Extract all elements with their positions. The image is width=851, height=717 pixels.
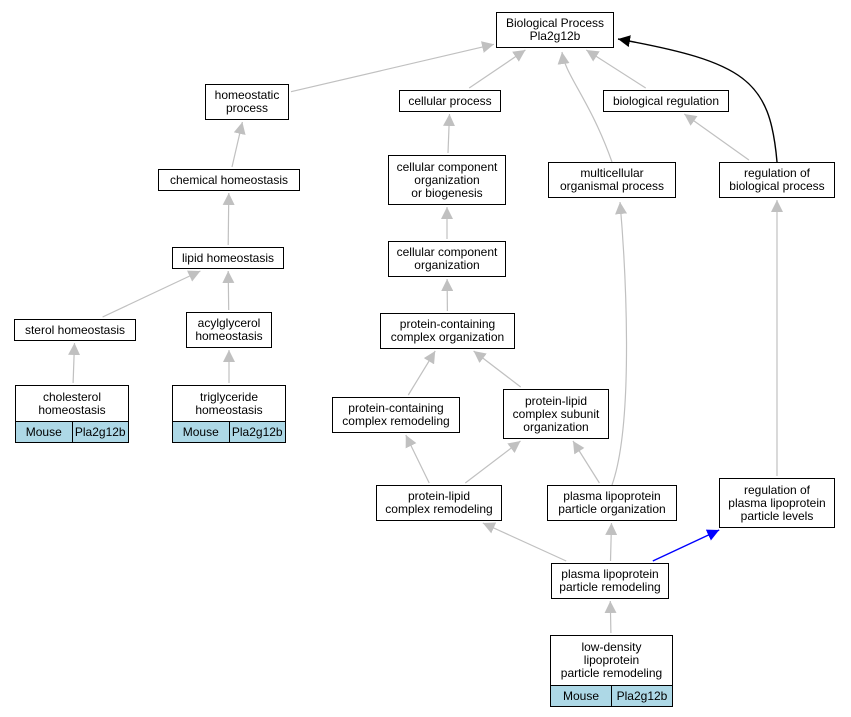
- edge-ldlpr-to-plpr: [604, 600, 617, 634]
- edge-cellproc-to-root: [468, 49, 526, 89]
- go-term-plpo[interactable]: plasma lipoprotein particle organization: [547, 485, 677, 521]
- edge-bioreg-to-root: [585, 49, 647, 89]
- go-term-acyl[interactable]: acylglycerol homeostasis: [186, 312, 272, 348]
- go-term-regbio[interactable]: regulation of biological process: [719, 162, 835, 198]
- go-term-homeo[interactable]: homeostatic process: [205, 84, 289, 120]
- term-label: sterol homeostasis: [24, 322, 126, 337]
- go-term-pcco[interactable]: protein-containing complex organization: [380, 313, 515, 349]
- term-label: lipid homeostasis: [181, 250, 275, 265]
- term-label: chemical homeostasis: [169, 172, 289, 187]
- go-term-lipidhomeo[interactable]: lipid homeostasis: [172, 247, 284, 269]
- edge-sterol-to-lipidhomeo: [102, 270, 201, 318]
- term-label: protein-lipid complex subunit organizati…: [512, 393, 600, 434]
- term-label: cholesterol homeostasis: [38, 389, 106, 417]
- go-term-cellproc[interactable]: cellular process: [399, 90, 501, 112]
- species-cell: Mouse: [551, 686, 611, 706]
- term-label: plasma lipoprotein particle organization: [558, 489, 666, 516]
- edge-plpr-to-plcr: [482, 522, 567, 562]
- term-label: acylglycerol homeostasis: [195, 316, 263, 343]
- edge-plcr-to-pccr: [405, 434, 430, 484]
- edge-plpo-to-plcso: [572, 440, 600, 484]
- edge-ccob-to-cellproc: [443, 113, 456, 154]
- go-term-plcso[interactable]: protein-lipid complex subunit organizati…: [503, 389, 609, 439]
- term-label: regulation of biological process: [729, 166, 825, 193]
- go-term-multi[interactable]: multicellular organismal process: [548, 162, 676, 198]
- go-term-cco[interactable]: cellular component organization: [388, 241, 506, 277]
- term-label: low-density lipoprotein particle remodel…: [560, 640, 663, 680]
- edge-chemhomeo-to-homeo: [231, 121, 246, 168]
- edge-plpr-to-plpo: [605, 522, 618, 562]
- edge-lipidhomeo-to-chemhomeo: [222, 192, 235, 246]
- term-label: regulation of plasma lipoprotein particl…: [728, 482, 826, 523]
- edge-homeo-to-root: [290, 41, 495, 93]
- edge-regbio-to-root: [617, 35, 778, 163]
- go-term-sterol[interactable]: sterol homeostasis: [14, 319, 136, 341]
- edge-acyl-to-lipidhomeo: [222, 270, 235, 311]
- go-term-ccob[interactable]: cellular component organization or bioge…: [388, 155, 506, 205]
- term-label: protein-containing complex remodeling: [342, 401, 450, 428]
- edge-plcr-to-plcso: [464, 440, 521, 484]
- species-cell: Mouse: [173, 422, 229, 442]
- go-term-bioreg[interactable]: biological regulation: [603, 90, 729, 112]
- go-term-plcr[interactable]: protein-lipid complex remodeling: [376, 485, 502, 521]
- edge-pccr-to-pcco: [407, 350, 436, 396]
- gene-cell: Pla2g12b: [71, 422, 128, 442]
- go-term-plpr[interactable]: plasma lipoprotein particle remodeling: [551, 563, 669, 599]
- edge-chol-to-sterol: [68, 342, 81, 384]
- go-term-regplpl[interactable]: regulation of plasma lipoprotein particl…: [719, 478, 835, 528]
- term-label: cellular component organization or bioge…: [396, 159, 498, 200]
- edge-regbio-to-bioreg: [683, 113, 750, 161]
- term-label: plasma lipoprotein particle remodeling: [559, 567, 661, 594]
- term-label: triglyceride homeostasis: [195, 389, 263, 417]
- edge-plpr-to-regplpl: [652, 529, 720, 562]
- go-term-pccr[interactable]: protein-containing complex remodeling: [332, 397, 460, 433]
- go-term-ldlpr[interactable]: low-density lipoprotein particle remodel…: [550, 635, 673, 707]
- term-label: protein-containing complex organization: [390, 317, 505, 344]
- term-label: biological regulation: [612, 93, 720, 108]
- term-label: Biological Process Pla2g12b: [505, 16, 605, 43]
- edge-plpo-to-multi: [611, 201, 628, 486]
- gene-cell: Pla2g12b: [228, 422, 285, 442]
- go-term-root[interactable]: Biological Process Pla2g12b: [496, 12, 614, 48]
- term-label: cellular component organization: [396, 245, 498, 272]
- go-term-chemhomeo[interactable]: chemical homeostasis: [158, 169, 300, 191]
- term-label: protein-lipid complex remodeling: [385, 489, 493, 516]
- term-label: cellular process: [408, 93, 492, 108]
- term-label: homeostatic process: [214, 88, 280, 115]
- edge-plcso-to-pcco: [473, 350, 522, 388]
- term-label: multicellular organismal process: [559, 166, 665, 193]
- edge-multi-to-root: [557, 51, 613, 163]
- species-cell: Mouse: [16, 422, 72, 442]
- gene-cell: Pla2g12b: [611, 686, 672, 706]
